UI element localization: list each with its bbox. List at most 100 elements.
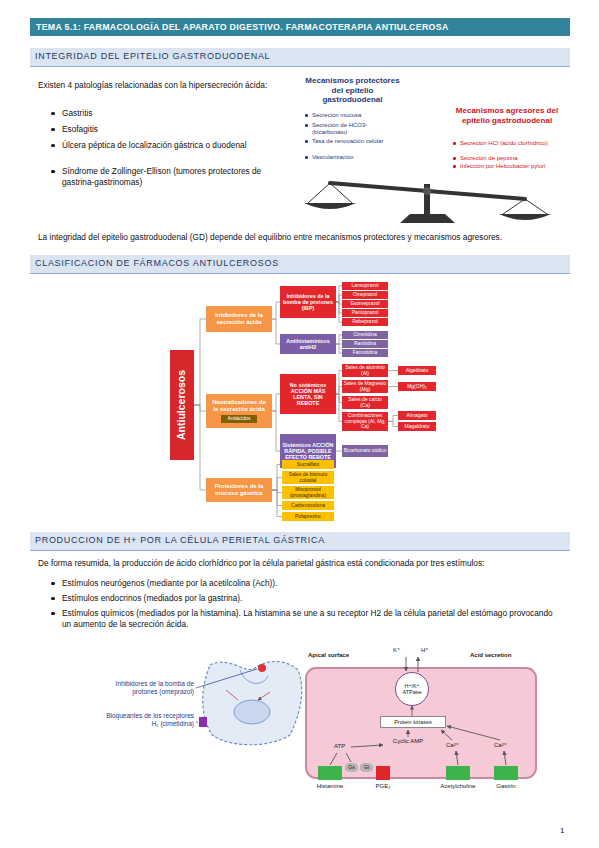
group-box: Antihistamínicos antiH2 (280, 334, 336, 354)
figure-part (196, 669, 257, 688)
connector (388, 416, 398, 422)
connector (272, 319, 280, 344)
node-label: Protectores de la mucosa gástrica (209, 483, 269, 496)
drug-box: Mg(OH)₂ (398, 382, 436, 391)
figure-label: Bloqueantes de los receptores H₂ (cimeti… (100, 712, 194, 728)
drug-box: Esomeprazol (342, 300, 388, 308)
category-box: Neutralizadores de la secreción ácidaAnt… (206, 394, 272, 428)
connector (272, 490, 282, 517)
drug-box: Polaprezinc (282, 512, 334, 521)
connector (388, 386, 398, 387)
connector (388, 370, 398, 371)
connector (412, 706, 413, 716)
figure-part (234, 700, 270, 724)
connector (388, 421, 398, 426)
paragraph: Existen 4 patologías relacionadas con la… (38, 80, 288, 91)
parietal-cell-sketch (196, 662, 302, 745)
node-label: Antihistamínicos antiH2 (282, 338, 334, 350)
category-box: Protectores de la mucosa gástrica (206, 478, 272, 502)
figure-part (423, 187, 431, 195)
node-label: Ranitidina (354, 341, 376, 347)
connector (194, 319, 206, 405)
figure-label: Cyclic AMP (386, 738, 430, 745)
g-protein: Gi (360, 763, 373, 772)
node-label: Mg(OH)₂ (407, 384, 427, 390)
node-label: Sales de Magnesio (Mg) (343, 381, 387, 392)
g-protein: Gs (345, 763, 358, 772)
drug-box: Carbenoxolona (282, 501, 334, 510)
ion-label: Ca²⁺ (446, 742, 466, 749)
ion-label: H⁺ (421, 647, 435, 654)
bullet-item: Úlcera péptica de localización gástrica … (62, 140, 287, 151)
drug-box: Magaldrato (398, 422, 436, 431)
balance-item: Infección por Helicobacter pylori (460, 163, 560, 170)
node-label: Omeprazol (353, 292, 377, 298)
figure-label: Inhibidores de la bomba de protones (ome… (100, 680, 194, 696)
node-label: Gs (348, 765, 354, 771)
parietal-cell-signalling (306, 657, 536, 780)
figure-part (525, 199, 547, 214)
node-label: Sales de bismuto coloidal (283, 472, 333, 483)
figure-part (494, 766, 518, 780)
node-label: Inhibidores de la bomba de protones (IBP… (282, 293, 334, 311)
node-label: Rabeprazol (352, 319, 378, 325)
connector (272, 478, 282, 490)
drug-box: Bicarbonato sódico (342, 445, 388, 457)
root-box: Antiulcerosos (170, 350, 194, 460)
receptor-label: Gastrin (486, 783, 526, 790)
figure-part (446, 766, 470, 780)
drug-box: Misoprostol (prostaglandina) (282, 486, 334, 499)
node-label: Sucralfato (297, 462, 320, 468)
drug-box: Lansoprazol (342, 282, 388, 290)
salt-box: Sales de Magnesio (Mg) (342, 380, 388, 393)
group-box: Inhibidores de la bomba de protones (IBP… (280, 286, 336, 318)
node-label: Bicarbonato sódico (344, 448, 387, 454)
node-label: Antiulcerosos (176, 370, 188, 440)
balance-heading: Mecanismos protectores del epitelio gast… (305, 76, 400, 105)
figure-part (408, 730, 409, 737)
balance-item: Tasa de renovación celular (312, 138, 397, 145)
salt-box: Sales de calcio (Ca) (342, 396, 388, 409)
figure-part (351, 745, 383, 747)
figure-part (258, 664, 266, 672)
drug-box: Famotidina (342, 349, 388, 357)
node-label: Carbenoxolona (291, 503, 325, 509)
bullet-item: Síndrome de Zollinger-Ellison (tumores p… (62, 166, 287, 188)
figure-part (441, 730, 452, 740)
pump-circle: H⁺/K⁺ ATPase (395, 672, 429, 706)
paragraph: La integridad del epitelio gastroduodena… (38, 232, 568, 243)
figure-part (400, 214, 455, 223)
figure-part (346, 753, 351, 762)
drug-box: Pantoprazol (342, 309, 388, 317)
figure-part (304, 203, 356, 209)
drug-box: Algeldrato (398, 366, 436, 375)
node-label: Polaprezinc (295, 514, 321, 520)
figure-part (199, 717, 207, 727)
drug-box: Ranitidina (342, 340, 388, 348)
node-label: Sales de calcio (Ca) (343, 397, 387, 408)
node-label: Pantoprazol (352, 310, 379, 316)
figure-part (418, 657, 419, 672)
figure-part (330, 183, 525, 199)
receptor-label: Acetylcholine (430, 783, 486, 790)
figure-part (503, 199, 525, 214)
figure-part (447, 726, 500, 740)
process-box: Protein kinases (380, 716, 446, 728)
paragraph: De forma resumida, la producción de ácid… (38, 558, 568, 569)
node-label: Algeldrato (406, 368, 429, 374)
balance-item: Secreción de HCO3- (bicarbonato) (312, 122, 397, 136)
group-box: No sistémicos ACCIÓN MÁS LENTA, SIN REBO… (280, 374, 336, 414)
page-title: TEMA 5.1: FARMACOLOGÍA DEL APARATO DIGES… (36, 22, 449, 32)
figure-part (456, 751, 458, 765)
title-bar: TEMA 5.1: FARMACOLOGÍA DEL APARATO DIGES… (30, 18, 570, 36)
connector-part (194, 286, 412, 716)
page-number: 1 (560, 826, 572, 836)
figure-part (330, 183, 352, 203)
ion-label: K⁺ (393, 647, 405, 654)
connector (194, 405, 206, 490)
node-label: Gi (364, 765, 369, 771)
drug-box: Omeprazol (342, 291, 388, 299)
drug-box: Sucralfato (282, 460, 334, 469)
connector (272, 411, 280, 451)
figure-part (196, 722, 198, 723)
